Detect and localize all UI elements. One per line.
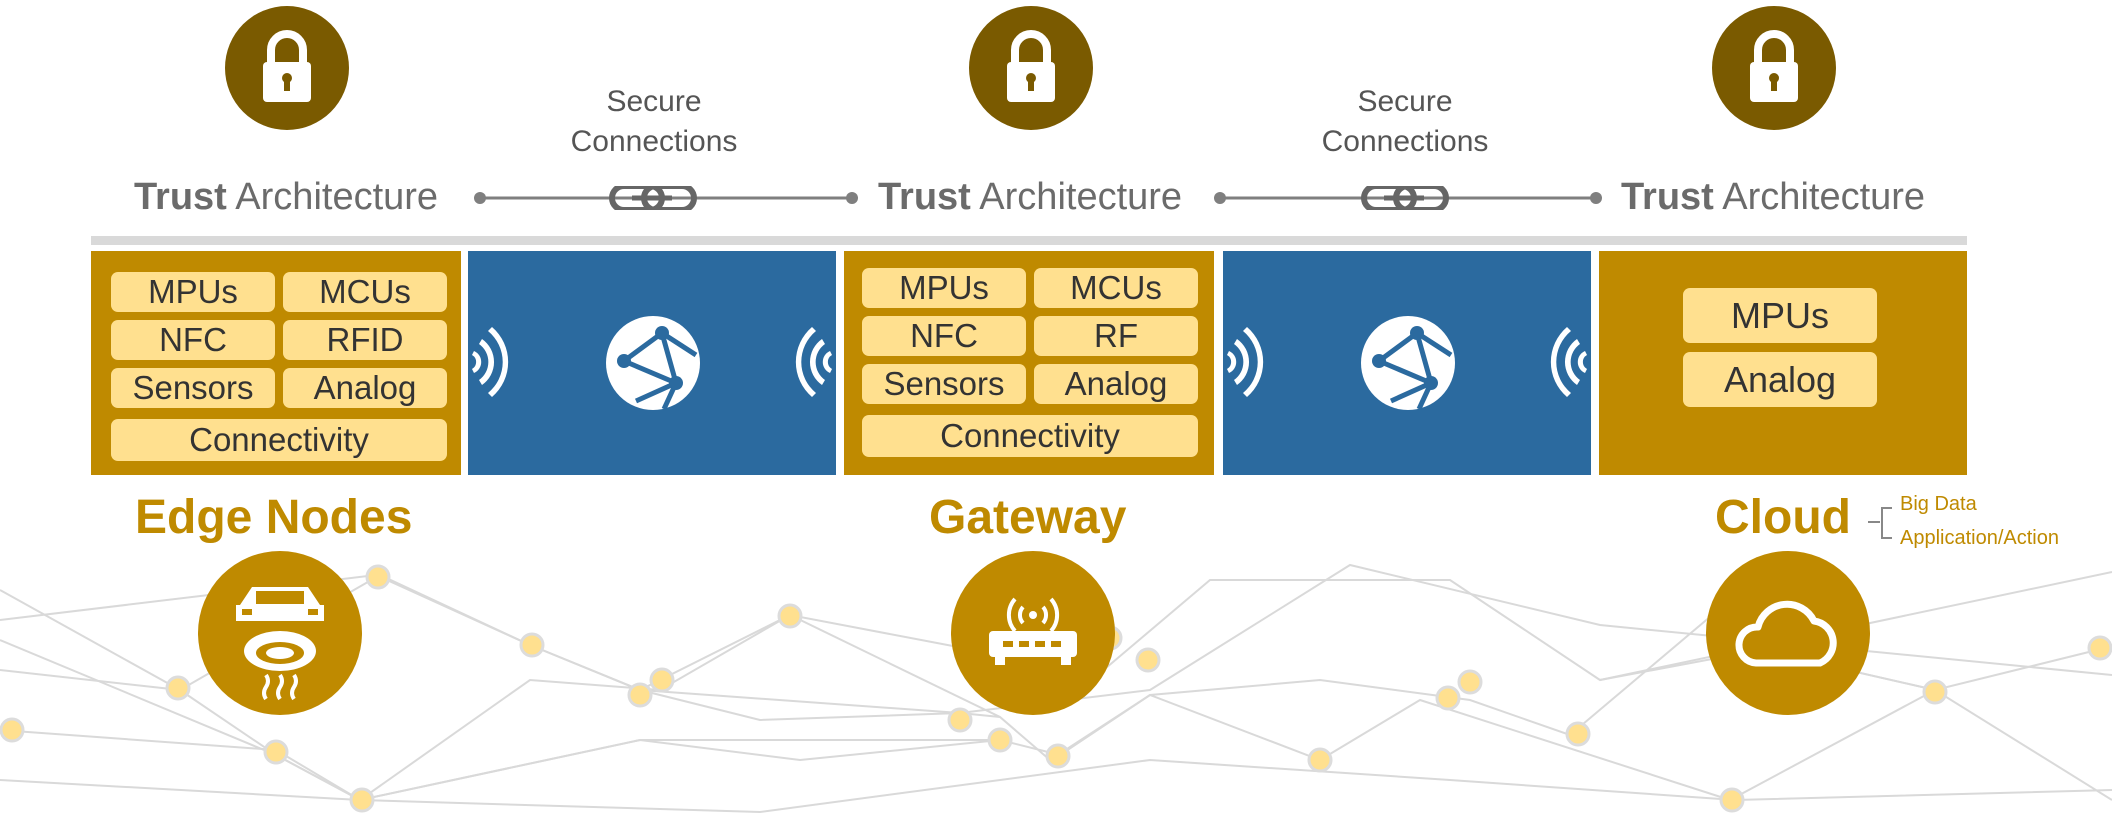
lock-icon: [1712, 6, 1836, 130]
network-panel: [468, 251, 836, 475]
router-icon: [989, 597, 1077, 665]
chip-connectivity: Connectivity: [862, 415, 1198, 457]
chip-rf: RF: [1034, 316, 1198, 356]
chip-sensors: Sensors: [111, 368, 275, 408]
edge-nodes-title: Edge Nodes: [135, 491, 413, 544]
trust-rest: Architecture: [1713, 176, 1926, 218]
cloud-title: Cloud: [1715, 491, 1851, 544]
secure-connections-label: Secure Connections: [1295, 82, 1515, 162]
secure-label-line1: Secure: [606, 85, 702, 118]
wireless-signal-icon: [472, 327, 509, 397]
trust-bold: Trust: [877, 176, 971, 218]
wireless-signal-icon: [795, 327, 832, 397]
top-divider: [91, 236, 1967, 245]
edge-nodes-device-icon: [198, 551, 362, 715]
globe-network-icon: [1361, 316, 1455, 411]
network-panel: [1223, 251, 1591, 475]
cloud-device-icon: [1706, 551, 1870, 715]
chip-mcus: MCUs: [1034, 268, 1198, 308]
trust-rest: Architecture: [970, 176, 1183, 218]
edge-nodes-panel: MPUs MCUs NFC RFID Sensors Analog Connec…: [91, 251, 461, 475]
chip-rfid: RFID: [283, 320, 447, 360]
secure-label-line2: Connections: [1321, 125, 1489, 158]
chip-mcus: MCUs: [283, 272, 447, 312]
chip-nfc: NFC: [111, 320, 275, 360]
chip-sensors: Sensors: [862, 364, 1026, 404]
chip-mpus: MPUs: [1683, 288, 1877, 343]
lock-icon: [969, 6, 1093, 130]
wireless-signal-icon: [1227, 327, 1264, 397]
chip-nfc: NFC: [862, 316, 1026, 356]
trust-architecture-label: Trust Architecture: [1603, 176, 1943, 219]
secure-connections-label: Secure Connections: [544, 82, 764, 162]
chip-mpus: MPUs: [111, 272, 275, 312]
secure-connection-line: [1214, 186, 1602, 210]
smoke-detector-icon: [244, 631, 316, 701]
secure-label-line2: Connections: [570, 125, 738, 158]
chip-analog: Analog: [1034, 364, 1198, 404]
chip-mpus: MPUs: [862, 268, 1026, 308]
chip-analog: Analog: [283, 368, 447, 408]
gateway-device-icon: [951, 551, 1115, 715]
chip-analog: Analog: [1683, 352, 1877, 407]
cloud-note-big-data: Big Data: [1900, 493, 1977, 515]
trust-bold: Trust: [133, 176, 227, 218]
wireless-signal-icon: [1550, 327, 1587, 397]
trust-bold: Trust: [1620, 176, 1714, 218]
lock-icon: [225, 6, 349, 130]
globe-network-icon: [606, 316, 700, 411]
chain-link-icon: [609, 186, 697, 210]
bracket-connector: [1868, 507, 1892, 539]
trust-architecture-label: Trust Architecture: [860, 176, 1200, 219]
car-icon: [236, 587, 324, 621]
secure-label-line1: Secure: [1357, 85, 1453, 118]
trust-rest: Architecture: [226, 176, 439, 218]
secure-connection-line: [474, 186, 858, 210]
chain-link-icon: [1361, 186, 1449, 210]
cloud-note-application-action: Application/Action: [1900, 527, 2059, 549]
chip-connectivity: Connectivity: [111, 419, 447, 461]
trust-architecture-label: Trust Architecture: [116, 176, 456, 219]
cloud-panel: MPUs Analog: [1599, 251, 1967, 475]
gateway-title: Gateway: [929, 491, 1127, 544]
gateway-panel: MPUs MCUs NFC RF Sensors Analog Connecti…: [844, 251, 1214, 475]
cloud-icon: [1735, 600, 1837, 667]
